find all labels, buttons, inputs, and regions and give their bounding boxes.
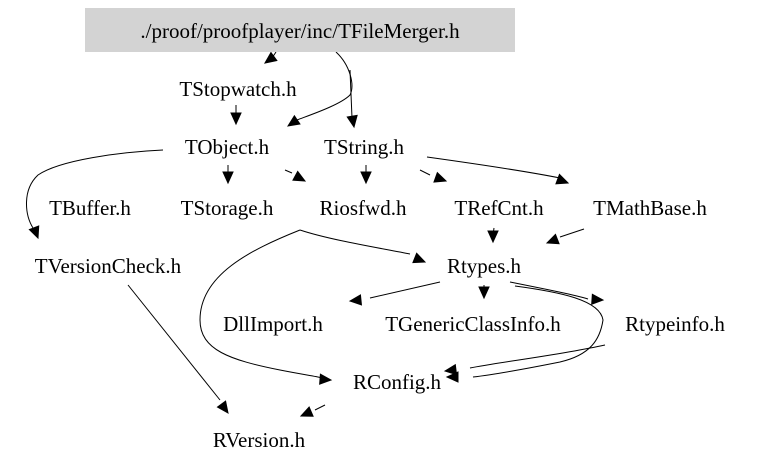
nodes: ./proof/proofplayer/inc/TFileMerger.hTSt… [35, 8, 725, 452]
arrowhead-icon [487, 230, 499, 244]
node-label: TGenericClassInfo.h [385, 312, 561, 336]
edge-line [299, 229, 411, 255]
arrowhead-icon [591, 293, 605, 305]
arrowhead-icon [216, 400, 229, 414]
arrowhead-icon [230, 112, 242, 126]
edges [26, 51, 606, 417]
node-rtypes[interactable]: Rtypes.h [447, 254, 522, 278]
node-rtypeinfo[interactable]: Rtypeinfo.h [625, 312, 725, 336]
arrowhead-icon [286, 114, 301, 127]
edge-line [349, 69, 353, 119]
edge-line [469, 344, 606, 369]
edge-line [199, 229, 323, 380]
arrowhead-icon [412, 252, 427, 264]
node-rconfig[interactable]: RConfig.h [353, 370, 442, 394]
arrowhead-icon [319, 373, 333, 385]
node-label: Riosfwd.h [320, 196, 407, 220]
arrowhead-icon [264, 51, 278, 64]
node-label: Rtypeinfo.h [625, 312, 725, 336]
edge-line [369, 281, 441, 299]
node-tobject[interactable]: TObject.h [185, 135, 270, 159]
arrowhead-icon [299, 406, 314, 417]
edge-rtypes-to-tgenericclassinfo [478, 285, 490, 300]
edge-line [296, 51, 353, 121]
node-label: TVersionCheck.h [35, 254, 182, 278]
edge-tmathbase-to-rtypes [545, 228, 585, 245]
edge-root-to-tstopwatch [264, 51, 278, 64]
edge-line [472, 285, 604, 378]
node-tgenericclassinfo[interactable]: TGenericClassInfo.h [385, 312, 561, 336]
arrowhead-icon [28, 225, 40, 240]
edge-tstring-to-riosfwd [360, 165, 372, 185]
node-trefcnt[interactable]: TRefCnt.h [454, 196, 544, 220]
edge-tstring-to-tmathbase [426, 156, 570, 185]
node-label: TBuffer.h [49, 196, 131, 220]
edge-riosfwd-to-rconfig [199, 229, 333, 385]
edge-line [314, 404, 326, 411]
node-label: TObject.h [185, 135, 270, 159]
edge-tversioncheck-to-rversion [127, 284, 229, 414]
node-label: Rtypes.h [447, 254, 522, 278]
node-label: TRefCnt.h [454, 196, 544, 220]
edge-rtypes-to-dllimport [348, 281, 441, 306]
arrowhead-icon [555, 173, 570, 185]
arrowhead-icon [360, 171, 372, 185]
node-label: DllImport.h [223, 312, 323, 336]
edge-root-to-tstring [346, 69, 358, 129]
root-node-box [85, 8, 515, 52]
arrowhead-icon [478, 286, 490, 300]
arrowhead-icon [222, 171, 234, 185]
edge-rconfig-to-rversion [299, 404, 326, 417]
node-tstring[interactable]: TString.h [324, 135, 404, 159]
node-label: TString.h [324, 135, 404, 159]
edge-line [127, 284, 221, 401]
edge-tstopwatch-to-tobject [230, 105, 242, 126]
node-label: RVersion.h [213, 428, 306, 452]
edge-line [419, 169, 431, 176]
node-riosfwd[interactable]: Riosfwd.h [320, 196, 407, 220]
edge-line [509, 281, 589, 300]
node-label: TMathBase.h [593, 196, 707, 220]
arrowhead-icon [348, 294, 363, 306]
node-label: RConfig.h [353, 370, 442, 394]
node-tstopwatch[interactable]: TStopwatch.h [179, 77, 297, 101]
edge-line [559, 228, 585, 238]
edge-rtypes-to-rtypeinfo [509, 281, 605, 305]
arrowhead-icon [346, 114, 358, 129]
node-tstorage[interactable]: TStorage.h [181, 196, 274, 220]
edge-tobject-to-tstorage [222, 165, 234, 185]
node-rversion[interactable]: RVersion.h [213, 428, 306, 452]
node-dllimport[interactable]: DllImport.h [223, 312, 323, 336]
node-label: ./proof/proofplayer/inc/TFileMerger.h [140, 19, 460, 43]
node-tbuffer[interactable]: TBuffer.h [49, 196, 131, 220]
edge-root-to-tobject [286, 51, 353, 127]
edge-line [284, 169, 293, 174]
arrowhead-icon [443, 363, 458, 376]
edge-tobject-to-riosfwd [284, 169, 307, 182]
node-label: TStopwatch.h [179, 77, 297, 101]
edge-line [26, 149, 164, 229]
node-tmathbase[interactable]: TMathBase.h [593, 196, 707, 220]
edge-rtypeinfo-to-rconfig [443, 344, 606, 376]
arrowhead-icon [433, 171, 448, 183]
edge-line [426, 156, 561, 179]
edge-tobject-to-tversioncheck [26, 149, 164, 240]
node-label: TStorage.h [181, 196, 274, 220]
arrowhead-icon [292, 170, 307, 182]
node-tversioncheck[interactable]: TVersionCheck.h [35, 254, 182, 278]
edge-tobject-to-rtypes [299, 229, 427, 264]
arrowhead-icon [545, 233, 560, 245]
edge-tstring-to-trefcnt [419, 169, 448, 183]
node-root[interactable]: ./proof/proofplayer/inc/TFileMerger.h [85, 8, 515, 52]
edge-trefcnt-to-rtypes [487, 227, 499, 244]
